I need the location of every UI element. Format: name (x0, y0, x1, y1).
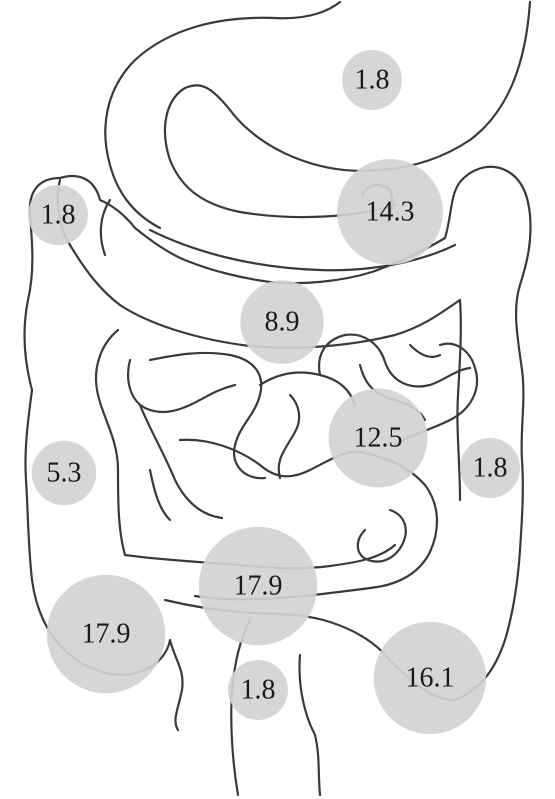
bubble-label-ileum: 17.9 (234, 571, 283, 602)
bubble-label-rectum: 1.8 (241, 675, 276, 706)
bubble-label-cecum: 17.9 (82, 619, 131, 650)
bubble-descending-colon: 1.8 (460, 438, 520, 498)
bubble-label-hepatic-flexure: 1.8 (41, 200, 76, 231)
bubble-label-jejunum: 12.5 (354, 423, 403, 454)
bubble-label-descending-colon: 1.8 (473, 453, 508, 484)
bubble-ileum: 17.9 (199, 527, 317, 645)
bubble-stomach: 1.8 (342, 50, 402, 110)
bubble-label-sigmoid-colon: 16.1 (406, 663, 455, 694)
bubble-label-transverse-colon: 8.9 (265, 307, 300, 338)
bubble-jejunum: 12.5 (329, 389, 428, 488)
bubble-sigmoid-colon: 16.1 (374, 622, 486, 734)
bubble-rectum: 1.8 (228, 660, 288, 720)
stomach-outline (105, 2, 530, 270)
bubble-hepatic-flexure: 1.8 (28, 185, 88, 245)
bubble-transverse-colon: 8.9 (240, 280, 324, 364)
bubble-splenic-flexure: 14.3 (337, 159, 443, 265)
bubble-label-ascending-colon: 5.3 (47, 458, 82, 489)
bubble-ascending-colon: 5.3 (32, 441, 96, 505)
bubble-cecum: 17.9 (47, 575, 165, 693)
bubble-label-splenic-flexure: 14.3 (366, 197, 415, 228)
bubble-label-stomach: 1.8 (355, 65, 390, 96)
